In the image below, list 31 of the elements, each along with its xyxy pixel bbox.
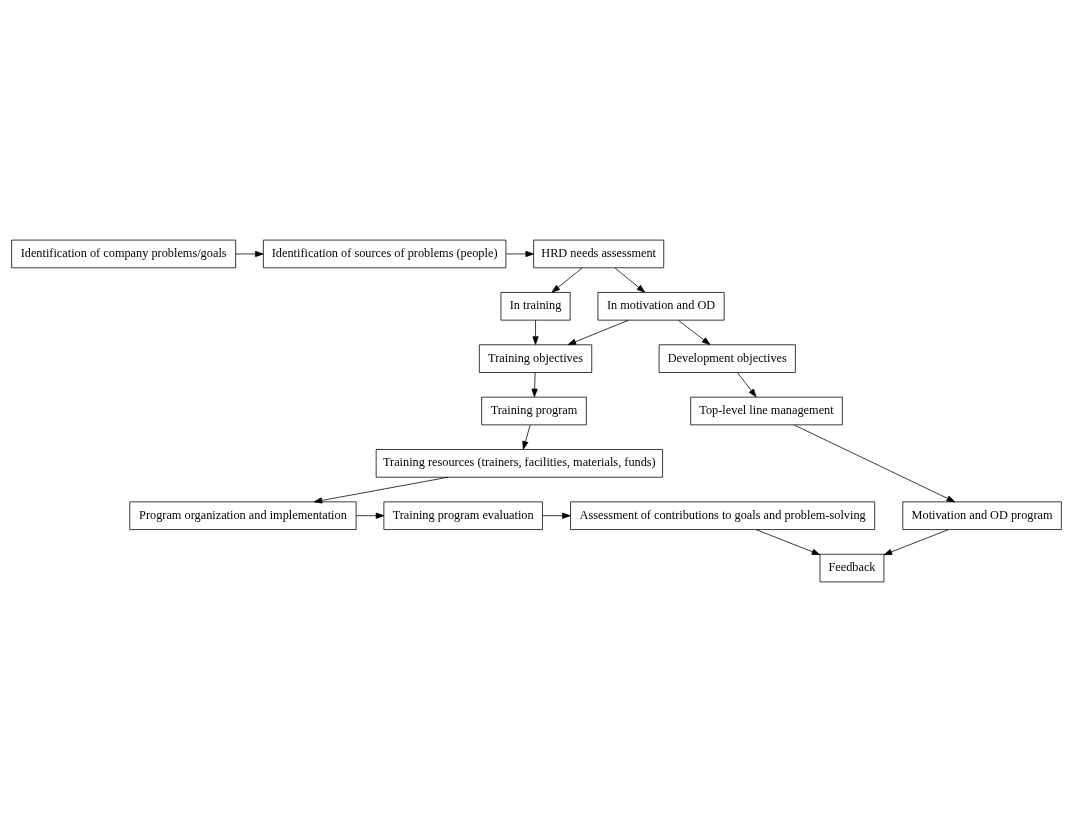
arrow — [793, 424, 956, 502]
node-box: Feedback — [819, 553, 885, 582]
node-box: In motivation and OD — [597, 291, 725, 321]
arrow — [755, 528, 821, 555]
node-box: Motivation and OD program — [902, 500, 1062, 530]
arrow — [531, 371, 538, 397]
node-box: Assessment of contributions to goals and problem-solving — [570, 500, 876, 530]
node-box: Identification of company problems/goals — [11, 239, 237, 268]
node-box: Training objectives — [478, 343, 593, 373]
node-box: Training program — [481, 396, 587, 425]
node-box: In training — [500, 291, 571, 321]
node-box: Training resources (trainers, facilities, materials, funds) — [375, 448, 663, 478]
arrow — [614, 267, 646, 293]
arrow — [567, 319, 629, 345]
node-box: Top-level line management — [690, 396, 843, 425]
node-box: Identification of sources of problems (people) — [263, 239, 507, 268]
arrow — [235, 250, 264, 257]
arrow — [522, 424, 531, 450]
node-box: HRD needs assessment — [533, 239, 665, 268]
arrow — [737, 371, 757, 397]
node-box: Training program evaluation — [383, 500, 543, 530]
node-box: Program organization and implementation — [129, 500, 357, 530]
arrow — [313, 476, 449, 503]
node-box: Development objectives — [658, 343, 796, 373]
arrow — [532, 319, 539, 345]
arrow — [883, 528, 949, 555]
arrow — [551, 267, 583, 293]
arrow — [678, 319, 711, 345]
arrow — [542, 512, 571, 519]
arrow — [505, 250, 534, 257]
arrow — [355, 512, 385, 519]
